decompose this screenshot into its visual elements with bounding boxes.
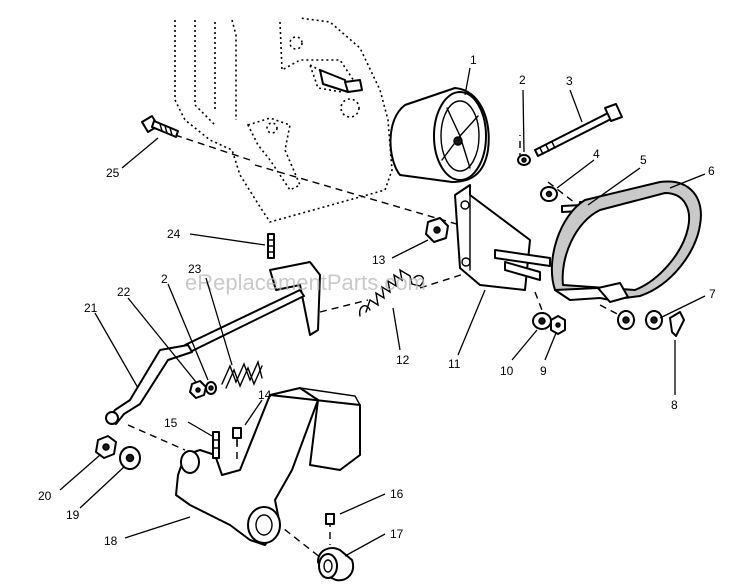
callout-20: 20	[38, 489, 52, 503]
callout-23: 23	[188, 262, 202, 276]
part-8-cotter-pin[interactable]	[669, 311, 685, 337]
part-4-washer[interactable]	[540, 186, 558, 202]
callout-4: 4	[593, 147, 600, 161]
part-12-spring[interactable]	[358, 268, 424, 317]
part-2-lock-washer-upper[interactable]	[517, 154, 531, 166]
part-24-pin[interactable]	[267, 233, 275, 259]
part-11-bracket[interactable]	[454, 184, 551, 291]
drive-shaft-stub	[319, 69, 363, 93]
callout-24: 24	[167, 227, 181, 241]
part-16-set-screw[interactable]	[325, 513, 335, 525]
part-21-lever-rod[interactable]	[105, 261, 321, 425]
part-2-lock-washer-lower[interactable]	[205, 381, 217, 395]
part-10-washer[interactable]	[532, 312, 552, 330]
callout-21: 21	[84, 301, 98, 315]
callout-1: 1	[470, 53, 477, 67]
part-9-nut[interactable]	[550, 315, 566, 335]
callout-17: 17	[390, 527, 404, 541]
part-6-brake-band[interactable]	[550, 180, 702, 303]
callout-15: 15	[164, 416, 178, 430]
part-20-nut[interactable]	[95, 435, 117, 459]
part-15-pin[interactable]	[212, 431, 220, 459]
callout-13: 13	[372, 253, 386, 267]
callout-19: 19	[66, 508, 80, 522]
part-1-pulley[interactable]	[389, 87, 490, 183]
callout-25: 25	[106, 166, 120, 180]
callout-11: 11	[448, 357, 461, 371]
part-18-pedal-arm[interactable]	[175, 387, 361, 546]
part-7-washer[interactable]	[617, 310, 663, 330]
part-3-long-bolt[interactable]	[534, 103, 623, 157]
callout-leader-lines	[59, 67, 706, 557]
callout-9: 9	[540, 364, 547, 378]
watermark-text: eReplacementParts.com	[185, 270, 426, 295]
callout-14: 14	[258, 388, 272, 402]
callout-2-upper: 2	[519, 73, 526, 87]
part-19-washer[interactable]	[119, 446, 141, 470]
callout-22: 22	[117, 285, 131, 299]
callout-16: 16	[390, 487, 404, 501]
part-17-collar[interactable]	[317, 547, 354, 582]
callout-3: 3	[566, 74, 573, 88]
callout-10: 10	[500, 364, 514, 378]
part-13-nut[interactable]	[425, 217, 449, 243]
part-22-nut[interactable]	[189, 380, 207, 399]
callout-labels: 1 2 3 4 5 6 7 8 9 10 11 12 13 14 15 16 1…	[38, 53, 716, 548]
callout-7: 7	[709, 287, 716, 301]
part-23-spring[interactable]	[221, 359, 263, 389]
engine-housing-outline	[174, 17, 393, 223]
callout-12: 12	[396, 353, 410, 367]
part-14-screw[interactable]	[232, 427, 242, 446]
callout-2-lower: 2	[161, 272, 168, 286]
callout-5: 5	[640, 153, 647, 167]
callout-8: 8	[671, 398, 678, 412]
callout-6: 6	[708, 164, 715, 178]
callout-18: 18	[104, 534, 118, 548]
part-25-bolt[interactable]	[141, 115, 179, 138]
